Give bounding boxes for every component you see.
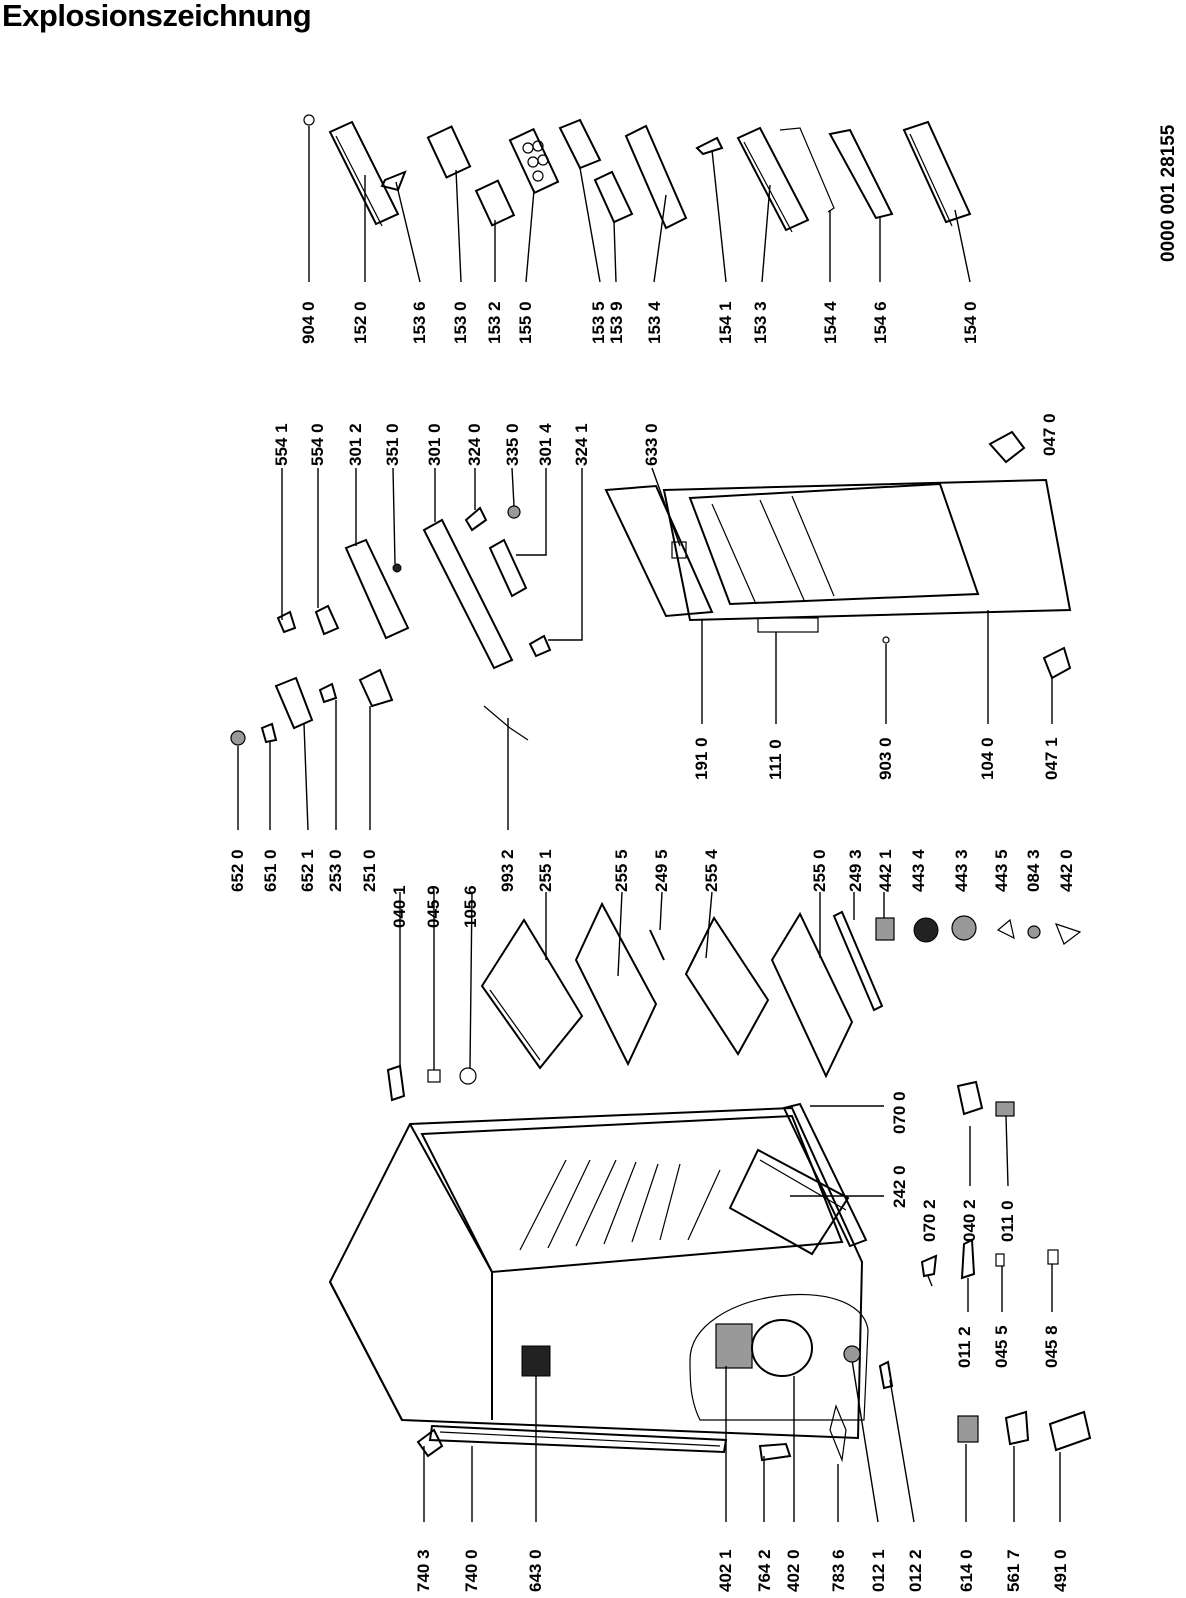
part-label-903-0: 903 0 — [876, 737, 895, 780]
part-label-191-0: 191 0 — [692, 737, 711, 780]
part-label-070-0: 070 0 — [890, 1091, 909, 1134]
part-label-155-0: 155 0 — [516, 301, 535, 344]
part-label-111-0: 111 0 — [766, 739, 785, 780]
part-label-443-4: 443 4 — [909, 849, 928, 892]
part-label-993-2: 993 2 — [498, 849, 517, 892]
part-label-255-1: 255 1 — [536, 849, 555, 892]
part-label-045-5: 045 5 — [992, 1325, 1011, 1368]
part-label-651-0: 651 0 — [261, 849, 280, 892]
part-label-783-6: 783 6 — [829, 1549, 848, 1592]
part-label-251-0: 251 0 — [360, 849, 379, 892]
part-label-255-5: 255 5 — [612, 849, 631, 892]
part-label-011-0: 011 0 — [998, 1200, 1017, 1242]
part-label-740-3: 740 3 — [414, 1549, 433, 1592]
part-label-443-5: 443 5 — [992, 849, 1011, 892]
part-label-324-1: 324 1 — [572, 423, 591, 466]
part-label-047-1: 047 1 — [1042, 737, 1061, 780]
part-label-153-3: 153 3 — [751, 301, 770, 344]
part-label-153-9: 153 9 — [607, 301, 626, 344]
part-label-904-0: 904 0 — [299, 301, 318, 344]
part-label-153-6: 153 6 — [410, 301, 429, 344]
part-label-045-8: 045 8 — [1042, 1325, 1061, 1368]
part-label-301-2: 301 2 — [346, 423, 365, 466]
part-label-301-4: 301 4 — [536, 423, 555, 466]
part-label-047-0: 047 0 — [1040, 413, 1059, 456]
page-title: Explosionszeichnung — [2, 0, 312, 33]
part-label-301-0: 301 0 — [425, 423, 444, 466]
part-label-242-0: 242 0 — [890, 1165, 909, 1208]
part-label-335-0: 335 0 — [503, 423, 522, 466]
part-label-012-1: 012 1 — [869, 1549, 888, 1592]
door-accessory-parts — [303, 114, 972, 233]
part-label-153-0: 153 0 — [451, 301, 470, 344]
leader-lines-row-3 — [237, 700, 885, 1070]
part-label-442-0: 442 0 — [1057, 849, 1076, 892]
part-label-491-0: 491 0 — [1051, 1549, 1070, 1592]
part-label-011-2: 011 2 — [955, 1326, 974, 1368]
part-label-652-1: 652 1 — [298, 849, 317, 892]
part-label-040-1: 040 1 — [390, 885, 409, 928]
leader-lines-row-2 — [281, 467, 1053, 724]
part-label-154-0: 154 0 — [961, 301, 980, 344]
part-label-443-3: 443 3 — [952, 849, 971, 892]
bottom-small-parts — [758, 1080, 1092, 1463]
part-label-153-5: 153 5 — [589, 301, 608, 344]
part-label-104-0: 104 0 — [978, 737, 997, 780]
part-label-324-0: 324 0 — [465, 423, 484, 466]
part-label-554-1: 554 1 — [272, 423, 291, 466]
part-label-764-2: 764 2 — [755, 1549, 774, 1592]
part-label-045-9: 045 9 — [424, 885, 443, 928]
part-label-740-0: 740 0 — [462, 1549, 481, 1592]
part-label-633-0: 633 0 — [642, 423, 661, 466]
part-label-152-0: 152 0 — [351, 301, 370, 344]
part-label-070-2: 070 2 — [920, 1199, 939, 1242]
leader-lines-cabinet — [423, 1105, 915, 1523]
part-label-652-0: 652 0 — [228, 849, 247, 892]
leader-lines-bottom — [927, 1115, 1061, 1522]
part-label-255-4: 255 4 — [702, 849, 721, 892]
part-label-402-0: 402 0 — [784, 1549, 803, 1592]
part-label-253-0: 253 0 — [326, 849, 345, 892]
document-number: 0000 001 28155 — [1158, 124, 1179, 262]
part-label-105-6: 105 6 — [461, 885, 480, 928]
part-label-040-2: 040 2 — [960, 1199, 979, 1242]
part-label-249-5: 249 5 — [652, 849, 671, 892]
control-and-door-parts — [276, 430, 1072, 680]
part-label-561-7: 561 7 — [1004, 1549, 1023, 1592]
part-label-255-0: 255 0 — [810, 849, 829, 892]
part-label-153-2: 153 2 — [485, 301, 504, 344]
part-label-012-2: 012 2 — [906, 1549, 925, 1592]
part-label-614-0: 614 0 — [957, 1549, 976, 1592]
part-label-249-3: 249 3 — [846, 849, 865, 892]
part-label-154-6: 154 6 — [871, 301, 890, 344]
part-label-351-0: 351 0 — [383, 423, 402, 466]
leader-lines-row-1 — [308, 126, 971, 283]
part-label-643-0: 643 0 — [526, 1549, 545, 1592]
part-label-554-0: 554 0 — [308, 423, 327, 466]
part-label-402-1: 402 1 — [716, 1549, 735, 1592]
part-label-084-3: 084 3 — [1024, 849, 1043, 892]
part-label-154-1: 154 1 — [716, 301, 735, 344]
refrigerator-cabinet — [328, 1102, 869, 1458]
part-label-442-1: 442 1 — [876, 849, 895, 892]
part-label-154-4: 154 4 — [821, 301, 840, 344]
part-label-153-4: 153 4 — [645, 301, 664, 344]
